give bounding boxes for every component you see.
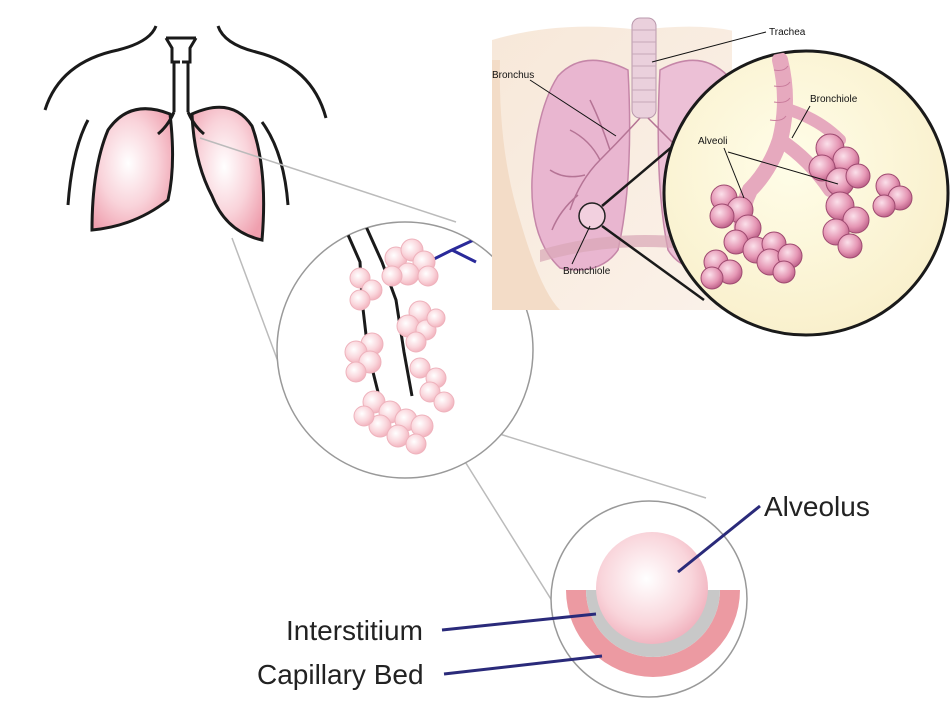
label-bronchus: Bronchus (492, 70, 534, 81)
label-alveoli: Alveoli (698, 136, 727, 147)
label-bronchiole-upper: Bronchiole (810, 94, 858, 105)
label-alveolus: Alveolus (764, 491, 870, 522)
right-lung (192, 107, 264, 240)
label-capillary-bed: Capillary Bed (257, 659, 424, 690)
left-lung (92, 109, 173, 230)
alveolus-sphere (596, 532, 708, 644)
label-interstitium: Interstitium (286, 615, 423, 646)
label-trachea: Trachea (769, 27, 806, 38)
anatomical-lung-illustration: Trachea Bronchus Bronchiole Bronchiole A… (492, 18, 948, 335)
lung-outline-illustration (45, 26, 326, 240)
alveolus-cross-section-circle (551, 501, 747, 697)
label-bronchiole-lower: Bronchiole (563, 266, 611, 277)
bronchiole-zoom-circle (664, 51, 948, 335)
